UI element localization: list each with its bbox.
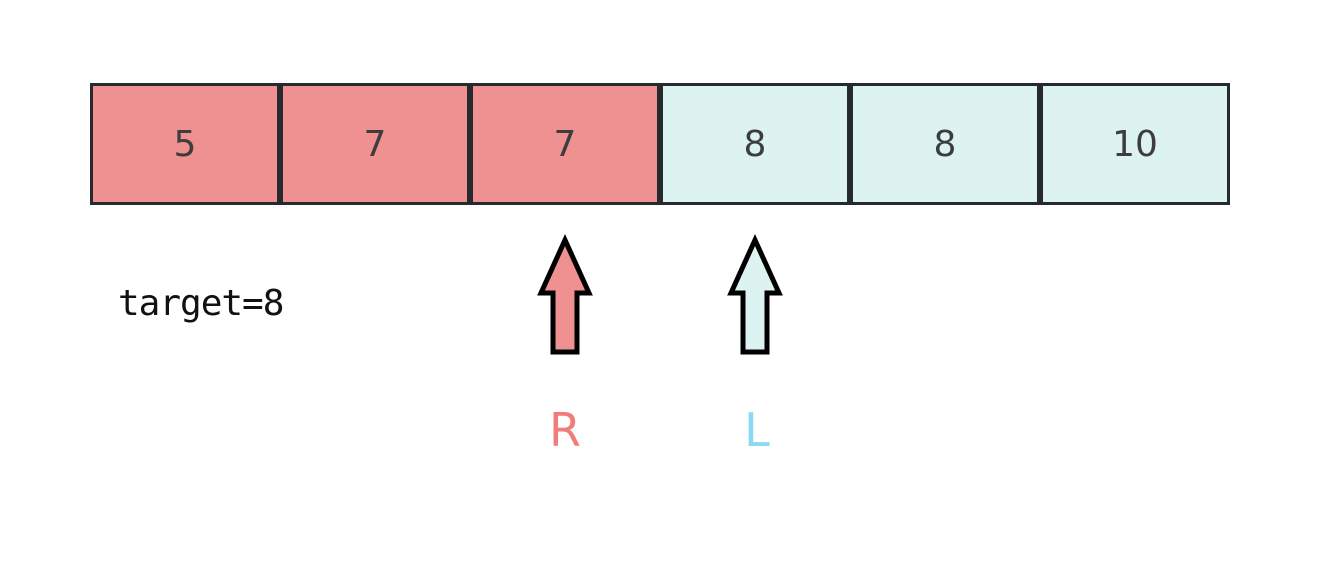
left-pointer-arrow-shape bbox=[727, 233, 783, 355]
right-pointer-arrow-shape bbox=[537, 233, 593, 355]
array-cell-5: 10 bbox=[1040, 83, 1230, 205]
array-cell-2: 7 bbox=[470, 83, 660, 205]
array-cell-4: 8 bbox=[850, 83, 1040, 205]
left-pointer-label: L bbox=[744, 403, 770, 457]
array-cell-1: 7 bbox=[280, 83, 470, 205]
array-row: 5 7 7 8 8 10 bbox=[90, 83, 1230, 205]
array-cell-3: 8 bbox=[660, 83, 850, 205]
target-label: target=8 bbox=[118, 283, 284, 324]
right-pointer-label: R bbox=[549, 403, 581, 457]
right-pointer-arrow-icon bbox=[536, 233, 594, 356]
array-cell-0: 5 bbox=[90, 83, 280, 205]
left-pointer-arrow-icon bbox=[726, 233, 784, 356]
